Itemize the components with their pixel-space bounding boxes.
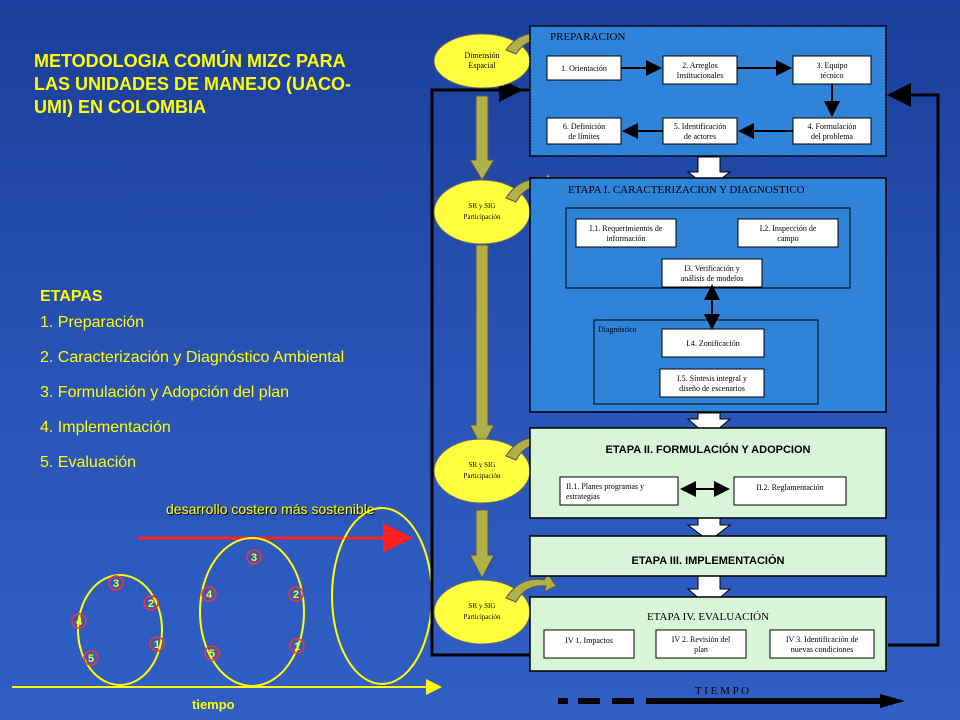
sig-oval-2-line2: Participación <box>464 472 501 480</box>
loop2-num-4: 4 <box>206 589 213 601</box>
iv1: IV 1. Impactos <box>565 636 613 645</box>
loop2-num-1: 1 <box>294 641 300 653</box>
i1-l2: información <box>606 234 645 243</box>
prep-box-4-l1: 4. Formulación <box>808 122 857 131</box>
sig-oval-1-line1: SR y SIG <box>469 202 496 210</box>
i3-l2: análisis de modelos <box>681 274 744 283</box>
stage2-title: ETAPA II. FORMULACIÓN Y ADOPCION <box>606 443 811 456</box>
dimension-oval-line1: Dimensión <box>464 51 499 60</box>
preparation-panel: PREPARACION 1. Orientación 2. Arreglos I… <box>529 25 887 157</box>
right-feedback-line <box>887 83 940 647</box>
stage-item-4: 4. Implementación <box>40 419 171 436</box>
sig-oval-1-line2: Participación <box>464 213 501 221</box>
loop1-num-3: 3 <box>113 578 119 590</box>
tiempo-axis: T I E M P O <box>558 685 905 708</box>
loop1-num-5: 5 <box>88 653 94 665</box>
sig-oval-2-line1: SR y SIG <box>469 461 496 469</box>
stage4-panel: ETAPA IV. EVALUACIÓN IV 1. Impactos IV 2… <box>529 596 887 672</box>
side-ovals: Dimensión Espacial SR y SIG Participació… <box>433 33 531 645</box>
prep-box-5-l1: 5. Identificación <box>674 122 726 131</box>
development-spiral: 1 2 3 4 5 1 2 3 4 5 <box>12 507 442 695</box>
loop-2 <box>199 537 305 687</box>
stages-heading: ETAPAS <box>40 288 103 305</box>
prep-box-6-l1: 6. Definición <box>563 122 605 131</box>
dimension-oval-line2: Espacial <box>468 61 496 70</box>
stages-list: ETAPAS 1. Preparación 2. Caracterización… <box>40 288 344 489</box>
i3-l1: I3. Verificación y <box>684 264 740 273</box>
prep-box-2-l2: Institucionales <box>677 71 724 80</box>
loop-1 <box>77 574 163 686</box>
loop1-num-4: 4 <box>76 616 83 628</box>
stage-item-3: 3. Formulación y Adopción del plan <box>40 384 290 401</box>
stage3-panel: ETAPA III. IMPLEMENTACIÓN <box>529 535 887 577</box>
prep-box-6-l2: de límites <box>568 132 599 141</box>
loop-3 <box>331 507 433 685</box>
loop2-num-3: 3 <box>251 552 257 564</box>
diagnostico-label: Diagnóstico <box>598 325 637 334</box>
stage4-title: ETAPA IV. EVALUACIÓN <box>647 611 769 623</box>
stage2-panel: ETAPA II. FORMULACIÓN Y ADOPCION II.1. P… <box>529 427 887 519</box>
tiempo-axis-label: T I E M P O <box>695 685 749 697</box>
stage1-panel: ETAPA I. CARACTERIZACION Y DIAGNOSTICO I… <box>529 177 887 413</box>
loop1-num-2: 2 <box>148 598 154 610</box>
prep-box-4-l2: del problema <box>811 132 853 141</box>
iv2-l1: IV 2. Revisión del <box>672 635 731 644</box>
iv3-l2: nuevas condiciones <box>791 645 853 654</box>
ii1-l1: II.1. Planes programas y <box>566 482 644 491</box>
prep-box-3-l1: 3. Equipo <box>816 61 847 70</box>
stage3-title: ETAPA III. IMPLEMENTACIÓN <box>632 554 785 567</box>
stage1-title: ETAPA I. CARACTERIZACION Y DIAGNOSTICO <box>568 184 805 196</box>
stage-item-2: 2. Caracterización y Diagnóstico Ambient… <box>40 349 345 366</box>
ii2: II.2. Reglamentación <box>756 483 823 492</box>
loop2-num-2: 2 <box>293 589 299 601</box>
stage-item-1: 1. Preparación <box>40 314 145 331</box>
i4: I.4. Zonificación <box>686 339 740 348</box>
prep-box-3-l2: técnico <box>820 71 843 80</box>
ii1-l2: estrategias <box>566 492 600 501</box>
iv3-l1: IV 3. Identificación de <box>786 635 859 644</box>
sustainable-development-label: desarrollo costero más sostenible <box>166 501 375 517</box>
loop2-num-5: 5 <box>209 648 215 660</box>
page-title: METODOLOGIA COMÚN MIZC PARA LAS UNIDADES… <box>34 51 352 117</box>
iv2-l2: plan <box>694 645 708 654</box>
sig-oval-3-line2: Participación <box>464 613 501 621</box>
sig-oval-3-line1: SR y SIG <box>469 602 496 610</box>
loop1-num-1: 1 <box>154 639 160 651</box>
prep-title: PREPARACION <box>550 31 625 43</box>
i2-l1: I.2. Inspección de <box>760 224 817 233</box>
i5-l2: diseño de escenarios <box>679 384 745 393</box>
stage-item-5: 5. Evaluación <box>40 454 137 471</box>
time-label: tiempo <box>192 697 235 712</box>
prep-box-1: 1. Orientación <box>561 64 607 73</box>
prep-box-2-l1: 2. Arreglos <box>682 61 718 70</box>
i1-l1: I.1. Requerimientos de <box>590 224 663 233</box>
prep-box-5-l2: de actores <box>684 132 716 141</box>
i5-l1: I.5. Síntesis integral y <box>677 374 747 383</box>
i2-l2: campo <box>777 234 798 243</box>
